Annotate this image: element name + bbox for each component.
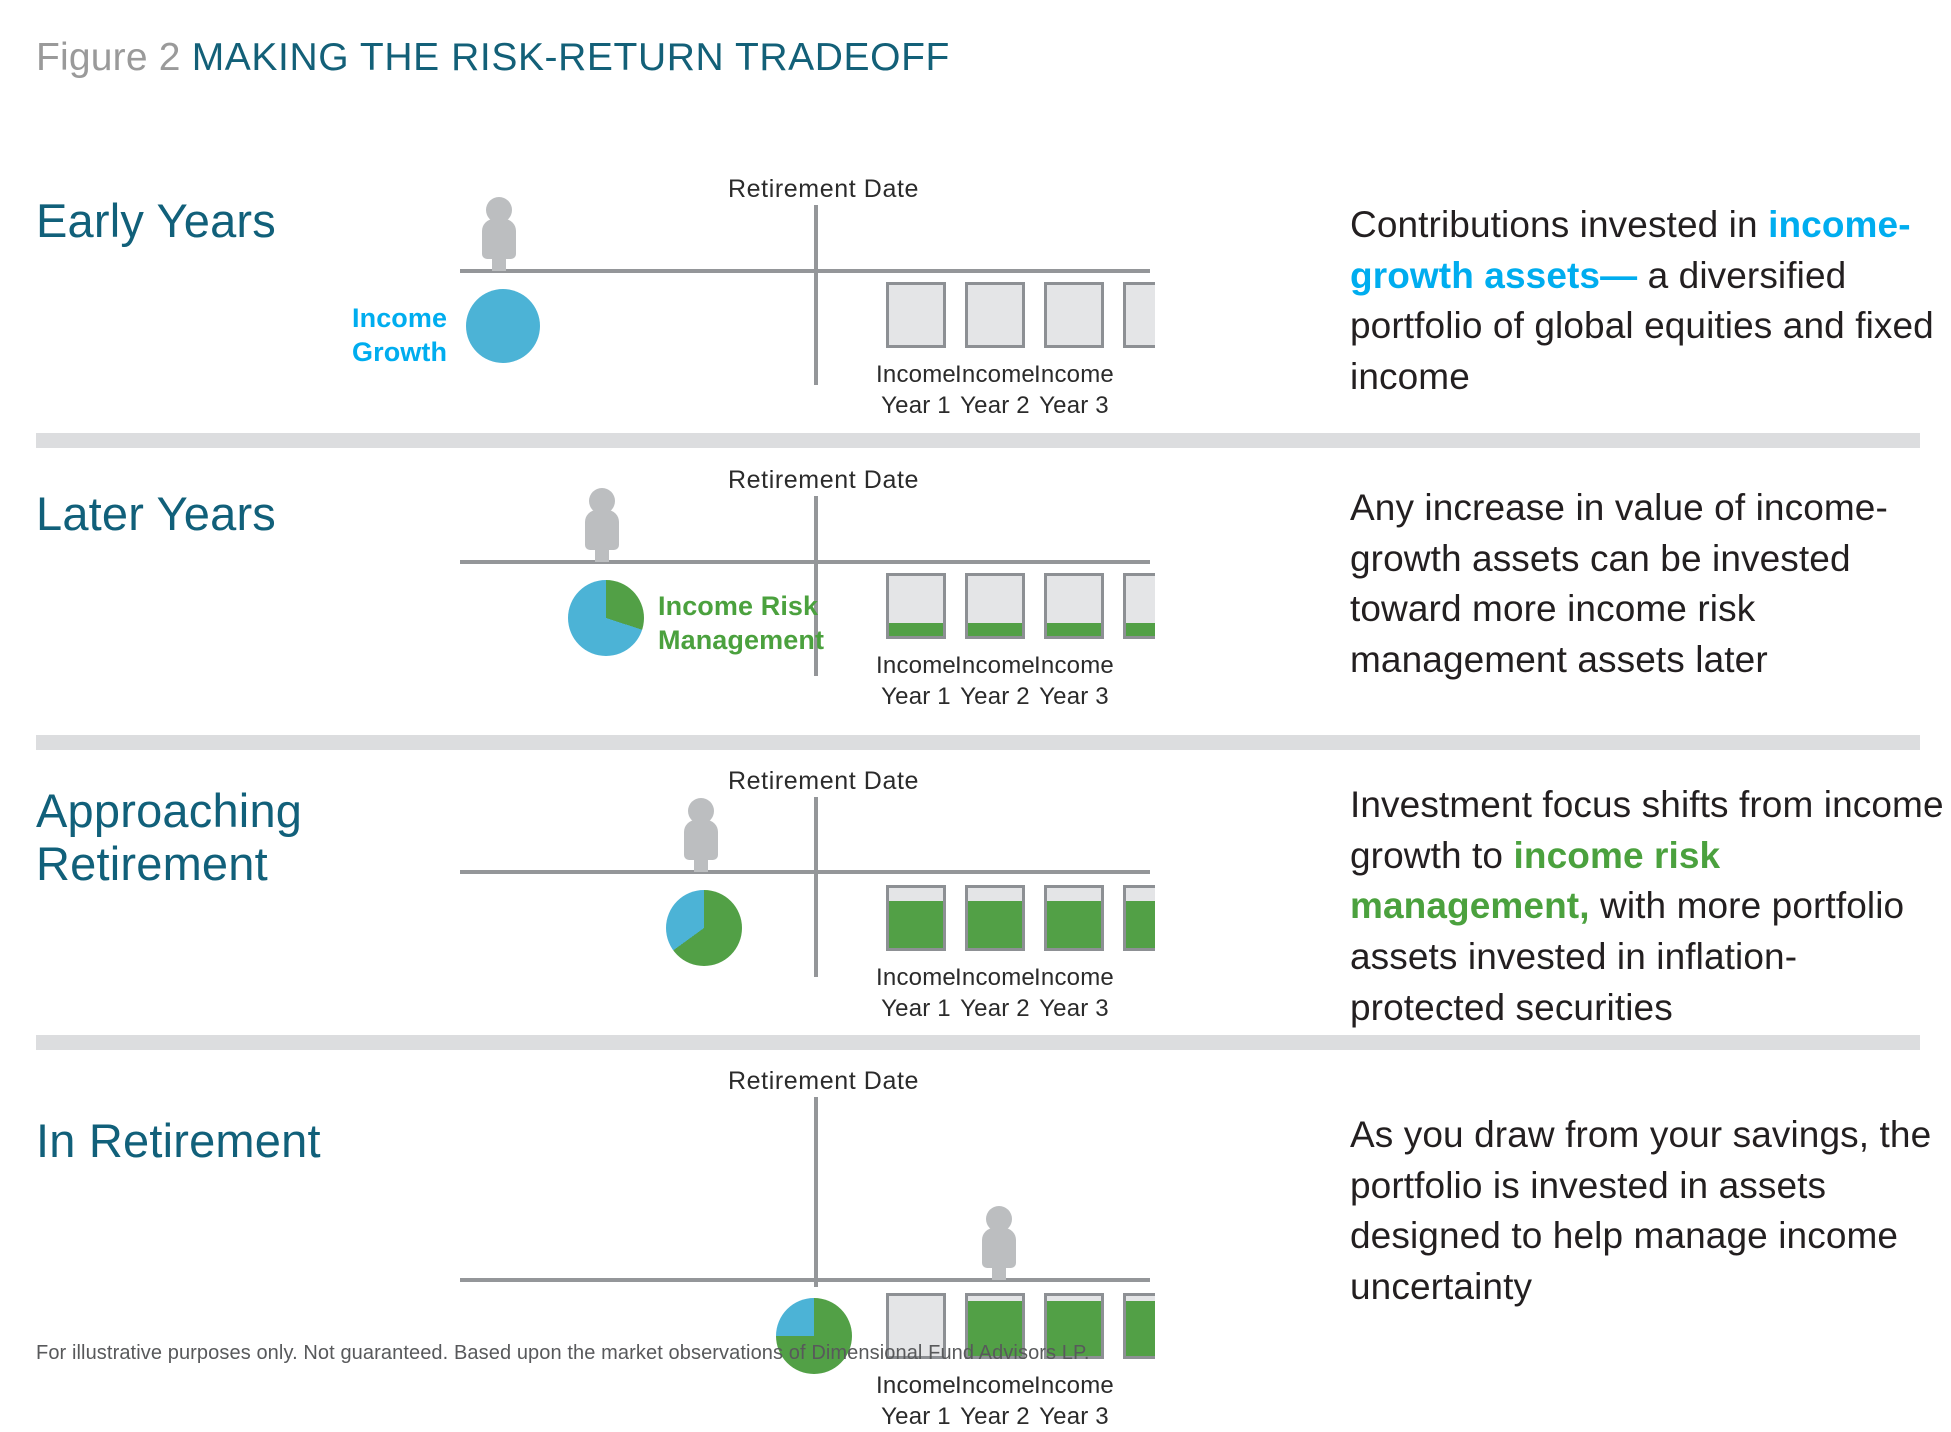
income-year-label: Income Year 3 — [1034, 652, 1114, 710]
retirement-date-label: Retirement Date — [728, 175, 920, 203]
income-year-label: Income Year 3 — [1034, 964, 1114, 1022]
stage-diagram-approaching-retirement: Retirement Date Income Year 1 Income — [0, 750, 1951, 1060]
income-year-label: Income Year 1 — [876, 652, 956, 710]
stage-description-later-years: Any increase in value of income-growth a… — [1350, 483, 1950, 686]
person-icon — [683, 798, 719, 872]
figure-number: Figure 2 — [36, 36, 181, 79]
desc-part: Investment focus shifts from income grow… — [1350, 784, 1944, 876]
allocation-pie-in-retirement — [776, 1298, 852, 1374]
retirement-date-label: Retirement Date — [728, 466, 920, 494]
income-year-bar-clipped — [1123, 282, 1155, 348]
person-icon — [584, 488, 620, 562]
income-year-bar — [1044, 282, 1104, 348]
stage-description-in-retirement: As you draw from your savings, the portf… — [1350, 1110, 1950, 1313]
stage-heading-approaching-retirement: Approaching Retirement — [36, 784, 303, 890]
income-year-label: Income Year 1 — [876, 1372, 956, 1430]
timeline-axis — [460, 870, 1150, 874]
income-year-bar — [965, 282, 1025, 348]
income-year-bar — [886, 885, 946, 951]
income-year-bar — [1044, 573, 1104, 639]
stage-diagram-later-years: Retirement Date Income Risk Management — [0, 448, 1951, 733]
row-separator — [36, 735, 1920, 750]
income-year-label: Income Year 1 — [876, 361, 956, 419]
desc-highlight: income-growth assets— — [1350, 204, 1911, 296]
stage-description-early-years: Contributions invested in income-growth … — [1350, 200, 1950, 403]
person-icon — [981, 1206, 1017, 1280]
pie-callout-income-growth: Income Growth — [352, 303, 448, 367]
desc-part: with more portfolio assets invested in i… — [1350, 885, 1905, 1028]
allocation-pie-later-years — [568, 580, 644, 656]
desc-part: Contributions invested in — [1350, 204, 1769, 245]
income-year-bar — [1044, 1293, 1104, 1359]
stage-description-approaching-retirement: Investment focus shifts from income grow… — [1350, 780, 1950, 1033]
desc-highlight: income risk management, — [1350, 834, 1721, 927]
person-icon — [481, 197, 517, 271]
row-separator — [36, 433, 1920, 448]
income-year-label: Income Year 2 — [955, 652, 1035, 710]
retirement-date-label: Retirement Date — [728, 1067, 920, 1095]
timeline-axis — [460, 269, 1150, 273]
income-year-bar — [1044, 885, 1104, 951]
stage-heading-in-retirement: In Retirement — [36, 1114, 321, 1167]
allocation-pie-approaching-retirement — [666, 890, 742, 966]
income-year-label: Income Year 1 — [876, 964, 956, 1022]
timeline-axis — [460, 1278, 1150, 1282]
income-year-label: Income Year 2 — [955, 1372, 1035, 1430]
row-separator — [36, 1035, 1920, 1050]
figure-title: MAKING THE RISK-RETURN TRADEOFF — [191, 36, 950, 79]
stage-row-early-years: Early Years Retirement Date Income Growt… — [0, 0, 1951, 433]
income-year-label: Income Year 2 — [955, 361, 1035, 419]
income-year-bar — [965, 573, 1025, 639]
stage-heading-early-years: Early Years — [36, 194, 276, 247]
stage-row-in-retirement: In Retirement Retirement Date Inco — [0, 1050, 1951, 1430]
income-year-bar — [886, 573, 946, 639]
stage-diagram-early-years: Retirement Date Income Growth — [0, 0, 1951, 433]
income-year-bar-clipped — [1123, 573, 1155, 639]
stage-heading-later-years: Later Years — [36, 487, 276, 540]
income-year-label: Income Year 3 — [1034, 1372, 1114, 1430]
desc-part: As you draw from your savings, the portf… — [1350, 1114, 1932, 1308]
retirement-date-line — [814, 797, 818, 977]
allocation-pie-early-years — [466, 289, 540, 363]
retirement-date-line — [814, 1097, 818, 1287]
income-year-bar-depleted — [886, 1293, 946, 1359]
income-year-bar — [965, 885, 1025, 951]
income-year-bar-clipped — [1123, 1293, 1155, 1359]
footnote: For illustrative purposes only. Not guar… — [36, 1342, 1090, 1364]
income-year-bar-clipped — [1123, 885, 1155, 951]
desc-part: Any increase in value of income-growth a… — [1350, 487, 1888, 681]
retirement-date-line — [814, 496, 818, 676]
pie-callout-income-risk-management: Income Risk Management — [658, 591, 825, 655]
stage-row-later-years: Later Years Retirement Date Income Risk … — [0, 448, 1951, 733]
income-year-bar — [965, 1293, 1025, 1359]
desc-part: a diversified portfolio of global equiti… — [1350, 254, 1934, 398]
timeline-axis — [460, 560, 1150, 564]
retirement-date-label: Retirement Date — [728, 767, 920, 795]
income-year-bar — [886, 282, 946, 348]
retirement-date-line — [814, 205, 818, 385]
page-title: Figure 2 MAKING THE RISK-RETURN TRADEOFF — [36, 36, 950, 80]
stage-row-approaching-retirement: Approaching Retirement Retirement Date — [0, 750, 1951, 1060]
income-year-label: Income Year 3 — [1034, 361, 1114, 419]
income-year-label: Income Year 2 — [955, 964, 1035, 1022]
